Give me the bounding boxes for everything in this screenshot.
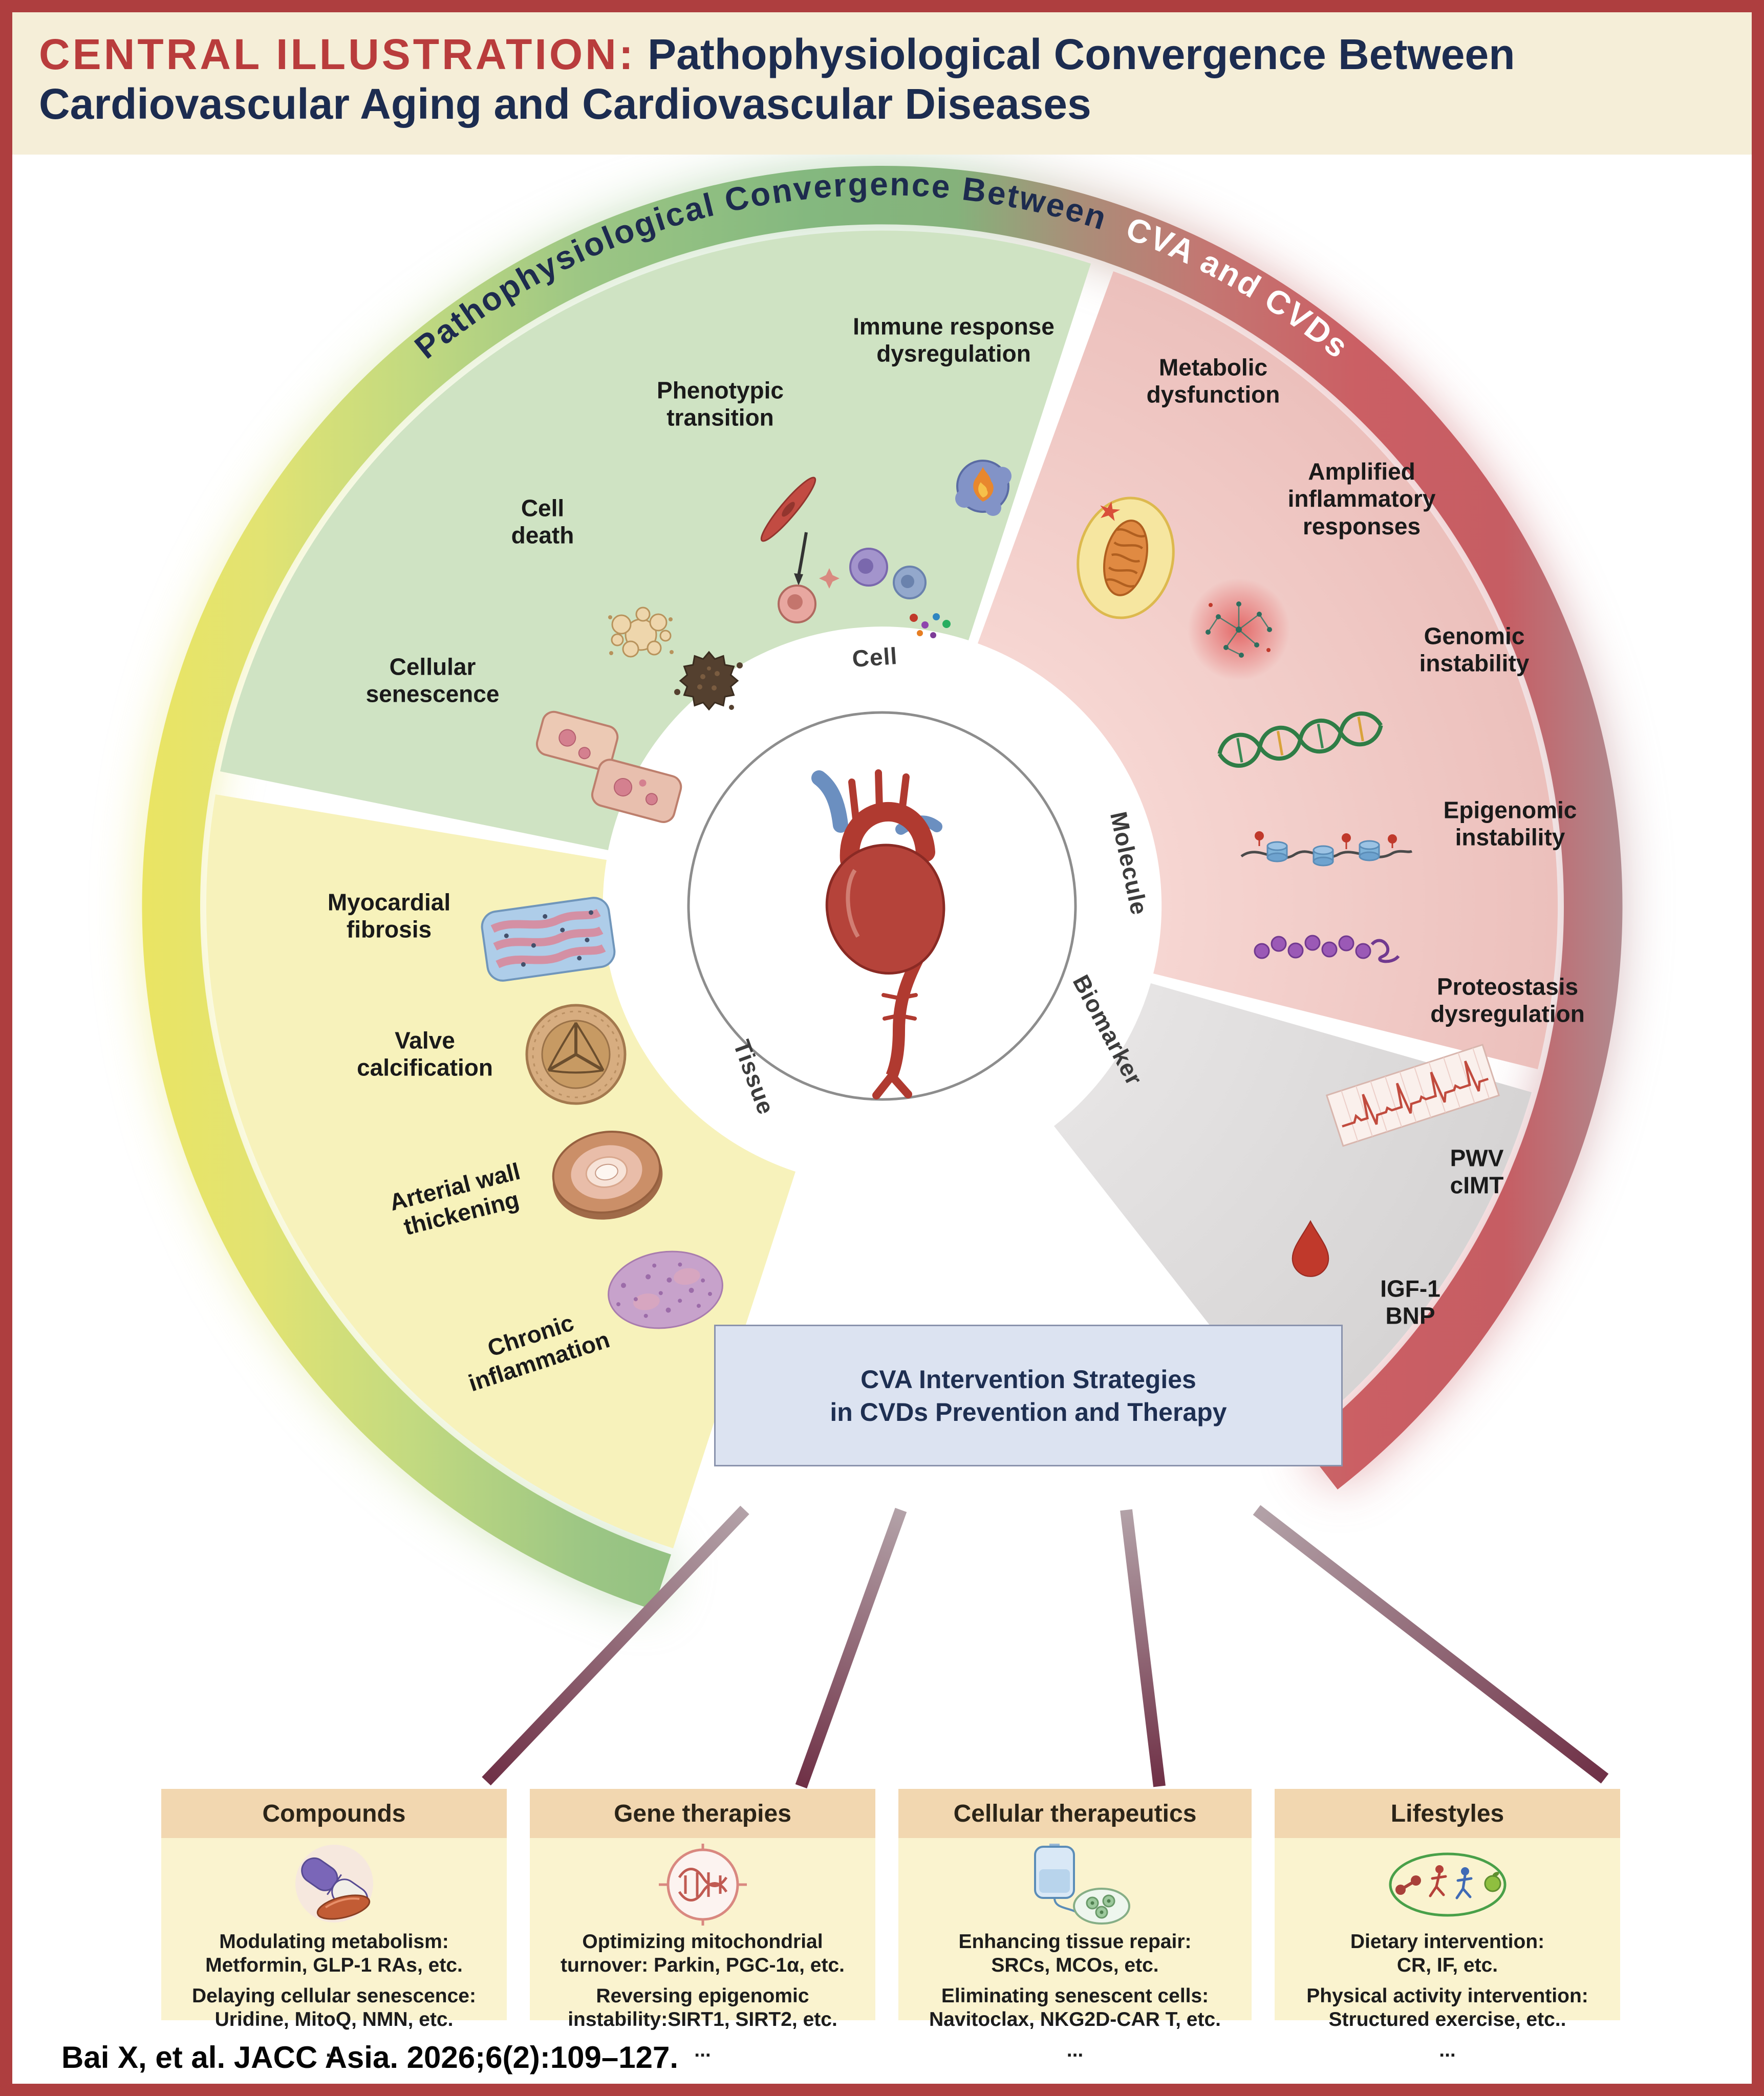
ring-label-molecule: Molecule bbox=[1105, 809, 1153, 917]
ellipsis: ... bbox=[1439, 2039, 1456, 2062]
text-line: Dietary intervention: bbox=[1350, 1931, 1545, 1953]
text-line: Delaying cellular senescence: bbox=[192, 1985, 476, 2007]
inflammatory-network-icon bbox=[1188, 578, 1290, 681]
figure-header: CENTRAL ILLUSTRATION: Pathophysiological… bbox=[12, 12, 1752, 155]
text-line: Navitoclax, NKG2D-CAR T, etc. bbox=[929, 2008, 1221, 2031]
central-illustration-label: CENTRAL ILLUSTRATION: bbox=[39, 30, 636, 78]
box-compounds: Compounds Modulating metabolism: Metform… bbox=[161, 1789, 507, 2061]
nucleosome bbox=[1313, 845, 1334, 867]
nucleosome bbox=[1266, 841, 1288, 862]
box-cellular-therapeutics-text: Enhancing tissue repair: SRCs, MCOs, etc… bbox=[898, 1928, 1252, 2062]
necrotic-cell-icon bbox=[674, 651, 743, 711]
immune-cells-icon bbox=[849, 548, 927, 599]
text-line: Physical activity intervention: bbox=[1306, 1985, 1588, 2007]
ring-label-cell: Cell bbox=[851, 642, 898, 672]
box-lifestyles: Lifestyles bbox=[1275, 1789, 1620, 2061]
figure-title: Pathophysiological Convergence Between C… bbox=[39, 30, 1515, 128]
text-line: Metformin, GLP-1 RAs, etc. bbox=[205, 1954, 463, 1977]
ellipsis: ... bbox=[1066, 2039, 1084, 2062]
intervention-line-2: in CVDs Prevention and Therapy bbox=[830, 1397, 1227, 1427]
text-line: CR, IF, etc. bbox=[1396, 1954, 1498, 1977]
box-gene-therapies-title: Gene therapies bbox=[530, 1789, 875, 1838]
calcified-valve-icon bbox=[525, 1004, 627, 1105]
box-gene-therapies-text: Optimizing mitochondrial turnover: Parki… bbox=[530, 1928, 875, 2062]
heart-aorta-illustration bbox=[811, 769, 945, 1099]
label-myocardial-fibrosis: Myocardial fibrosis bbox=[327, 889, 451, 943]
ellipsis: ... bbox=[694, 2039, 711, 2062]
inflammation-histology-icon bbox=[608, 1250, 723, 1329]
text-line: Modulating metabolism: bbox=[219, 1931, 449, 1953]
text-line: Eliminating senescent cells: bbox=[941, 1985, 1209, 2007]
connector-streak-3 bbox=[1120, 1509, 1166, 1787]
label-proteostasis-dysregulation: Proteostasis dysregulation bbox=[1430, 973, 1585, 1027]
connector-streak-2 bbox=[795, 1507, 907, 1789]
artery-wall-ring-icon bbox=[552, 1131, 663, 1220]
label-igf1-bnp: IGF-1 BNP bbox=[1380, 1275, 1440, 1329]
box-lifestyles-text: Dietary intervention: CR, IF, etc. Physi… bbox=[1275, 1928, 1620, 2062]
lifestyle-exercise-icon bbox=[1275, 1838, 1620, 1928]
blood-drop-icon bbox=[1292, 1220, 1329, 1277]
nucleosome bbox=[1359, 840, 1380, 861]
box-gene-therapies: Gene therapies Optimizing mitochondrial … bbox=[530, 1789, 875, 2061]
dna-helix-icon bbox=[1217, 711, 1383, 768]
text-line: Enhancing tissue repair: bbox=[958, 1931, 1192, 1953]
inflamed-cell-flame-icon bbox=[955, 460, 1012, 516]
box-compounds-text: Modulating metabolism: Metformin, GLP-1 … bbox=[161, 1928, 507, 2062]
label-genomic-instability: Genomic instability bbox=[1419, 622, 1530, 677]
figure-title-block: CENTRAL ILLUSTRATION: Pathophysiological… bbox=[12, 12, 1718, 129]
cytokine-dots-icon bbox=[910, 613, 951, 638]
intervention-line-1: CVA Intervention Strategies bbox=[861, 1365, 1196, 1394]
label-phenotypic-transition: Phenotypic transition bbox=[657, 377, 784, 431]
epigenome-nucleosomes-icon bbox=[1240, 831, 1413, 867]
text-line: Uridine, MitoQ, NMN, etc. bbox=[214, 2008, 454, 2031]
label-amplified-inflammatory-responses: Amplified inflammatory responses bbox=[1287, 458, 1436, 539]
phenotypic-transition-icon bbox=[760, 477, 840, 623]
myocardium-fibrosis-icon bbox=[481, 897, 616, 982]
apoptotic-bodies-icon bbox=[608, 607, 674, 658]
sector-tissue bbox=[206, 794, 796, 1548]
ellipsis: ... bbox=[326, 2039, 342, 2062]
label-valve-calcification: Valve calcification bbox=[357, 1027, 493, 1081]
citation: Bai X, et al. JACC Asia. 2026;6(2):109–1… bbox=[61, 2040, 679, 2075]
text-line: turnover: Parkin, PGC-1α, etc. bbox=[561, 1954, 845, 1977]
label-epigenomic-instability: Epigenomic instability bbox=[1443, 796, 1577, 851]
text-line: Optimizing mitochondrial bbox=[582, 1931, 823, 1953]
text-line: Structured exercise, etc.. bbox=[1328, 2008, 1566, 2031]
text-line: SRCs, MCOs, etc. bbox=[991, 1954, 1159, 1977]
box-lifestyles-title: Lifestyles bbox=[1275, 1789, 1620, 1838]
label-pwv-cimt: PWV cIMT bbox=[1450, 1144, 1504, 1199]
iv-bag-cells-icon bbox=[898, 1838, 1252, 1928]
connector-streak-1 bbox=[482, 1505, 749, 1786]
box-cellular-therapeutics: Cellular therapeutics Enhancin bbox=[898, 1789, 1252, 2061]
mitochondria-icon bbox=[1077, 496, 1175, 619]
pills-icon bbox=[161, 1838, 507, 1928]
sector-cell bbox=[220, 230, 1091, 851]
label-cell-death: Cell death bbox=[511, 494, 574, 549]
ecg-strip-icon bbox=[1325, 1044, 1500, 1147]
label-cellular-senescence: Cellular senescence bbox=[365, 653, 500, 707]
text-line: instability:SIRT1, SIRT2, etc. bbox=[568, 2008, 837, 2031]
intervention-strategies-box: CVA Intervention Strategies in CVDs Prev… bbox=[714, 1325, 1343, 1466]
label-metabolic-dysfunction: Metabolic dysfunction bbox=[1146, 354, 1280, 408]
box-cellular-therapeutics-title: Cellular therapeutics bbox=[898, 1789, 1252, 1838]
label-immune-response-dysregulation: Immune response dysregulation bbox=[853, 313, 1055, 367]
gene-target-icon bbox=[530, 1838, 875, 1928]
box-compounds-title: Compounds bbox=[161, 1789, 507, 1838]
misfolded-protein-icon bbox=[1254, 935, 1400, 963]
senescent-cells-icon bbox=[535, 710, 682, 823]
text-line: Reversing epigenomic bbox=[596, 1985, 809, 2007]
connector-streak-4 bbox=[1253, 1505, 1609, 1784]
